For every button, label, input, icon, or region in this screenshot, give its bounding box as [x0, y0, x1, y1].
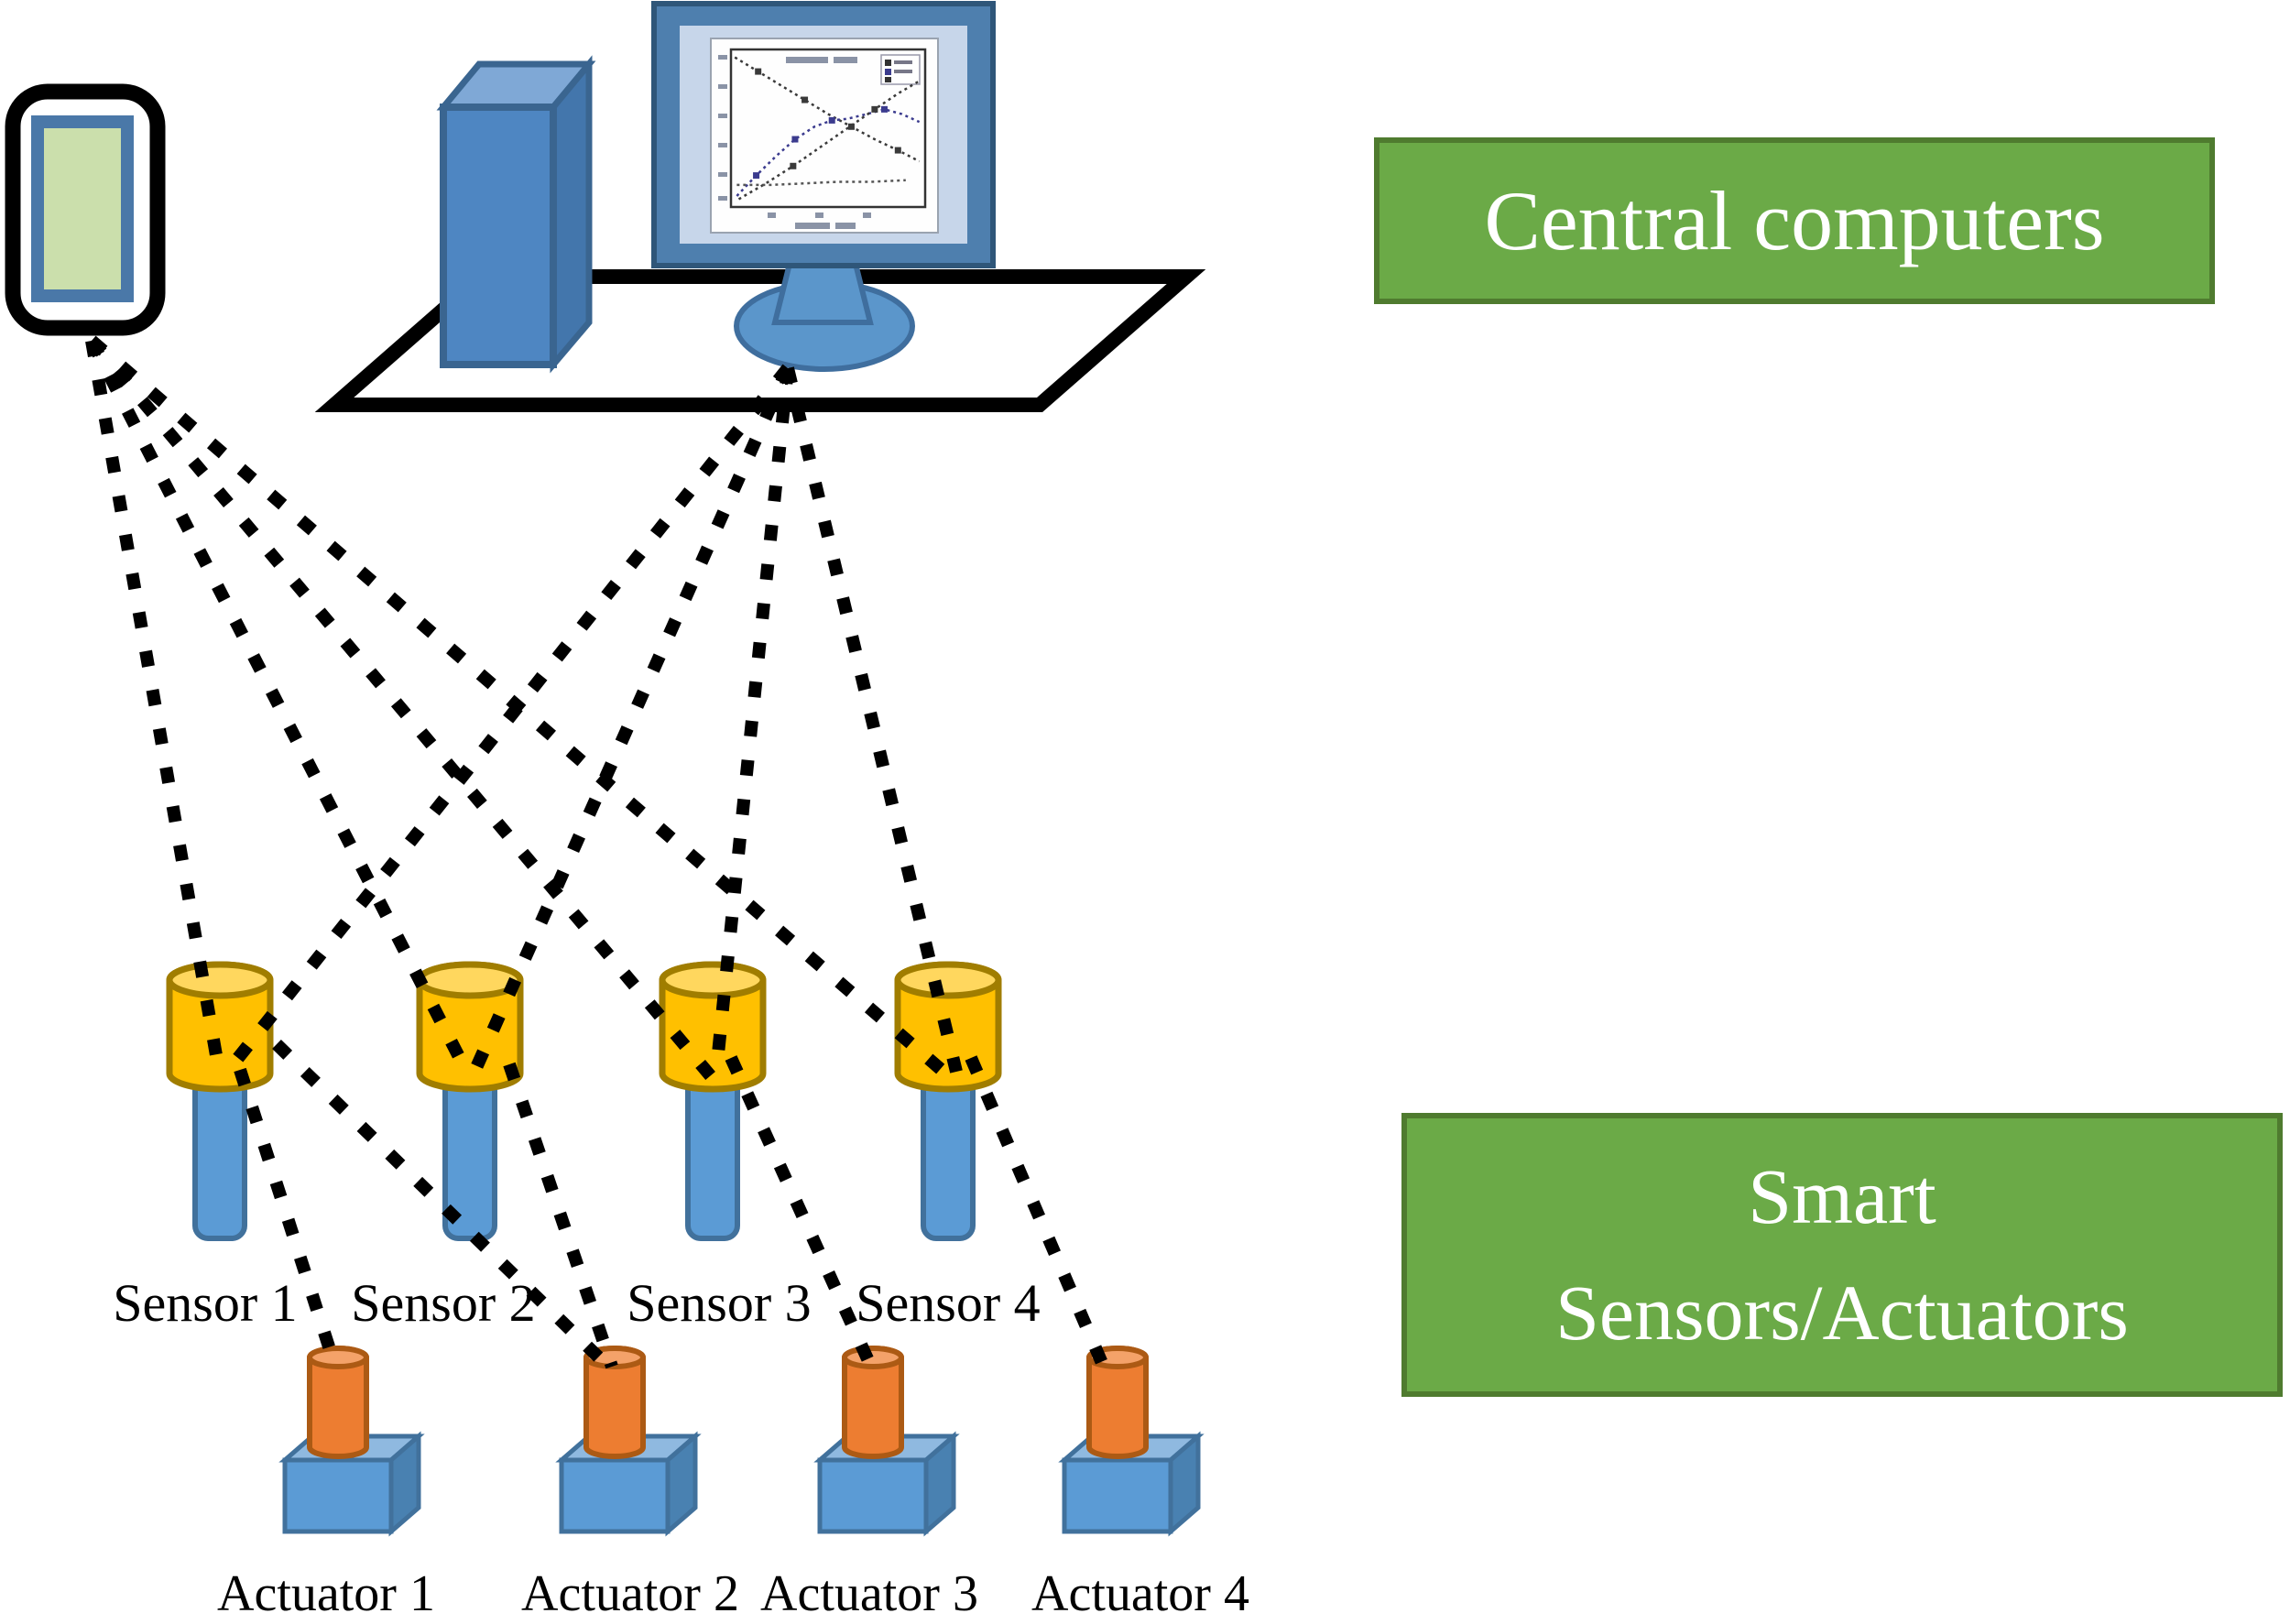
monitor-chart-series-rising-to-corner — [737, 80, 921, 201]
sensor-cylinder-top — [166, 961, 274, 999]
chart-ytick-blob — [718, 84, 727, 89]
chart-ytick-blob — [718, 196, 727, 201]
chart-ytick-blob — [718, 143, 727, 147]
monitor-chart-marker — [753, 172, 760, 180]
connection-tablet-to-sensor-3 — [86, 336, 716, 1081]
chart-ytick-blob — [718, 172, 727, 177]
chart-xtick-blob — [768, 213, 776, 218]
connection-sensor-4-to-actuator-4 — [965, 1055, 1108, 1366]
actuator-2 — [555, 1346, 702, 1537]
computer-tower — [436, 55, 596, 374]
desktop-monitor — [651, 1, 996, 372]
cube-front-face — [559, 1457, 671, 1534]
connection-tablet-to-sensor-2 — [85, 337, 475, 1080]
actuator-2-label: Actuator 2 — [521, 1565, 739, 1622]
monitor-chart-series-descending-dotted — [734, 56, 921, 163]
actuator-cylinder-top — [307, 1346, 369, 1369]
tower-front-face — [440, 104, 557, 368]
actuator-4 — [1058, 1346, 1205, 1537]
monitor-chart-marker — [894, 147, 901, 154]
actuator-cylinder-top — [842, 1346, 904, 1369]
sensor-4-label: Sensor 4 — [856, 1273, 1040, 1333]
monitor-chart-marker — [828, 116, 835, 124]
chart-legend-row — [885, 60, 891, 66]
smart-sensors-actuators-box: Smart Sensors/Actuators — [1401, 1113, 2283, 1397]
central-computers-label: Central computers — [1484, 174, 2105, 267]
chart-xtick-blob — [863, 213, 871, 218]
sensor-3 — [659, 961, 767, 1241]
chart-title-blob — [834, 57, 857, 63]
sensor-1-label: Sensor 1 — [113, 1273, 297, 1333]
monitor-chart-marker — [847, 123, 855, 130]
actuator-4-label: Actuator 4 — [1031, 1565, 1249, 1622]
sensor-3-label: Sensor 3 — [627, 1273, 811, 1333]
sensor-1 — [166, 961, 274, 1241]
monitor-chart-series-flat-bottom — [736, 179, 906, 187]
chart-ytick-blob — [718, 55, 727, 60]
monitor-chart-marker — [791, 136, 799, 143]
monitor-chart-marker — [755, 68, 762, 75]
connection-sensor-3-to-actuator-3 — [725, 1055, 877, 1368]
connection-sensor-2-to-actuator-2 — [503, 1062, 618, 1369]
smart-label-line1: Smart — [1748, 1151, 1936, 1240]
tablet-screen — [44, 128, 121, 289]
sensor-cylinder-top — [659, 961, 767, 999]
chart-xlabel-blob — [795, 223, 830, 229]
connection-tablet-to-sensor-1 — [85, 339, 226, 1078]
chart-xtick-blob — [815, 213, 823, 218]
cube-front-face — [1062, 1457, 1173, 1534]
monitor-chart-marker — [880, 105, 888, 113]
connection-monitor-to-sensor-4 — [781, 366, 963, 1074]
monitor-chart-marker — [790, 162, 797, 169]
central-computers-box: Central computers — [1374, 137, 2215, 304]
connections-group — [85, 335, 1108, 1370]
connection-monitor-to-sensor-1 — [222, 364, 793, 1076]
chart-ytick-blob — [718, 114, 727, 118]
actuator-1 — [278, 1346, 425, 1537]
chart-xlabel-blob — [835, 223, 856, 229]
cube-front-face — [817, 1457, 929, 1534]
actuator-3 — [813, 1346, 960, 1537]
connection-monitor-to-sensor-2 — [468, 365, 794, 1074]
sensor-cylinder-top — [894, 961, 1002, 999]
actuators-group — [278, 1346, 1205, 1537]
chart-frame — [729, 48, 927, 209]
sensor-2-label: Sensor 2 — [351, 1273, 535, 1333]
monitor-chart-marker — [802, 96, 809, 104]
connection-tablet-to-sensor-4 — [87, 335, 954, 1082]
monitor-neck — [771, 261, 874, 325]
actuator-1-label: Actuator 1 — [217, 1565, 435, 1622]
monitor-screen-chart — [718, 48, 927, 229]
smart-label-line2: Sensors/Actuators — [1555, 1269, 2129, 1357]
chart-title-blob — [786, 57, 828, 63]
chart-legend-row — [885, 69, 891, 75]
chart-legend-row — [894, 60, 912, 64]
cube-front-face — [282, 1457, 394, 1534]
tower-side-face — [550, 55, 593, 374]
actuator-3-label: Actuator 3 — [760, 1565, 978, 1622]
monitor-chart-marker — [871, 105, 878, 113]
tablet — [5, 83, 166, 336]
chart-legend-row — [894, 70, 912, 73]
connection-sensor-1-to-actuator-1 — [234, 1067, 342, 1369]
chart-legend-row — [885, 77, 891, 82]
labels-group: Sensor 1 Sensor 2 Sensor 3 Sensor 4 Actu… — [113, 1273, 1249, 1622]
sensor-2 — [416, 961, 524, 1241]
connection-monitor-to-sensor-3 — [710, 367, 794, 1073]
